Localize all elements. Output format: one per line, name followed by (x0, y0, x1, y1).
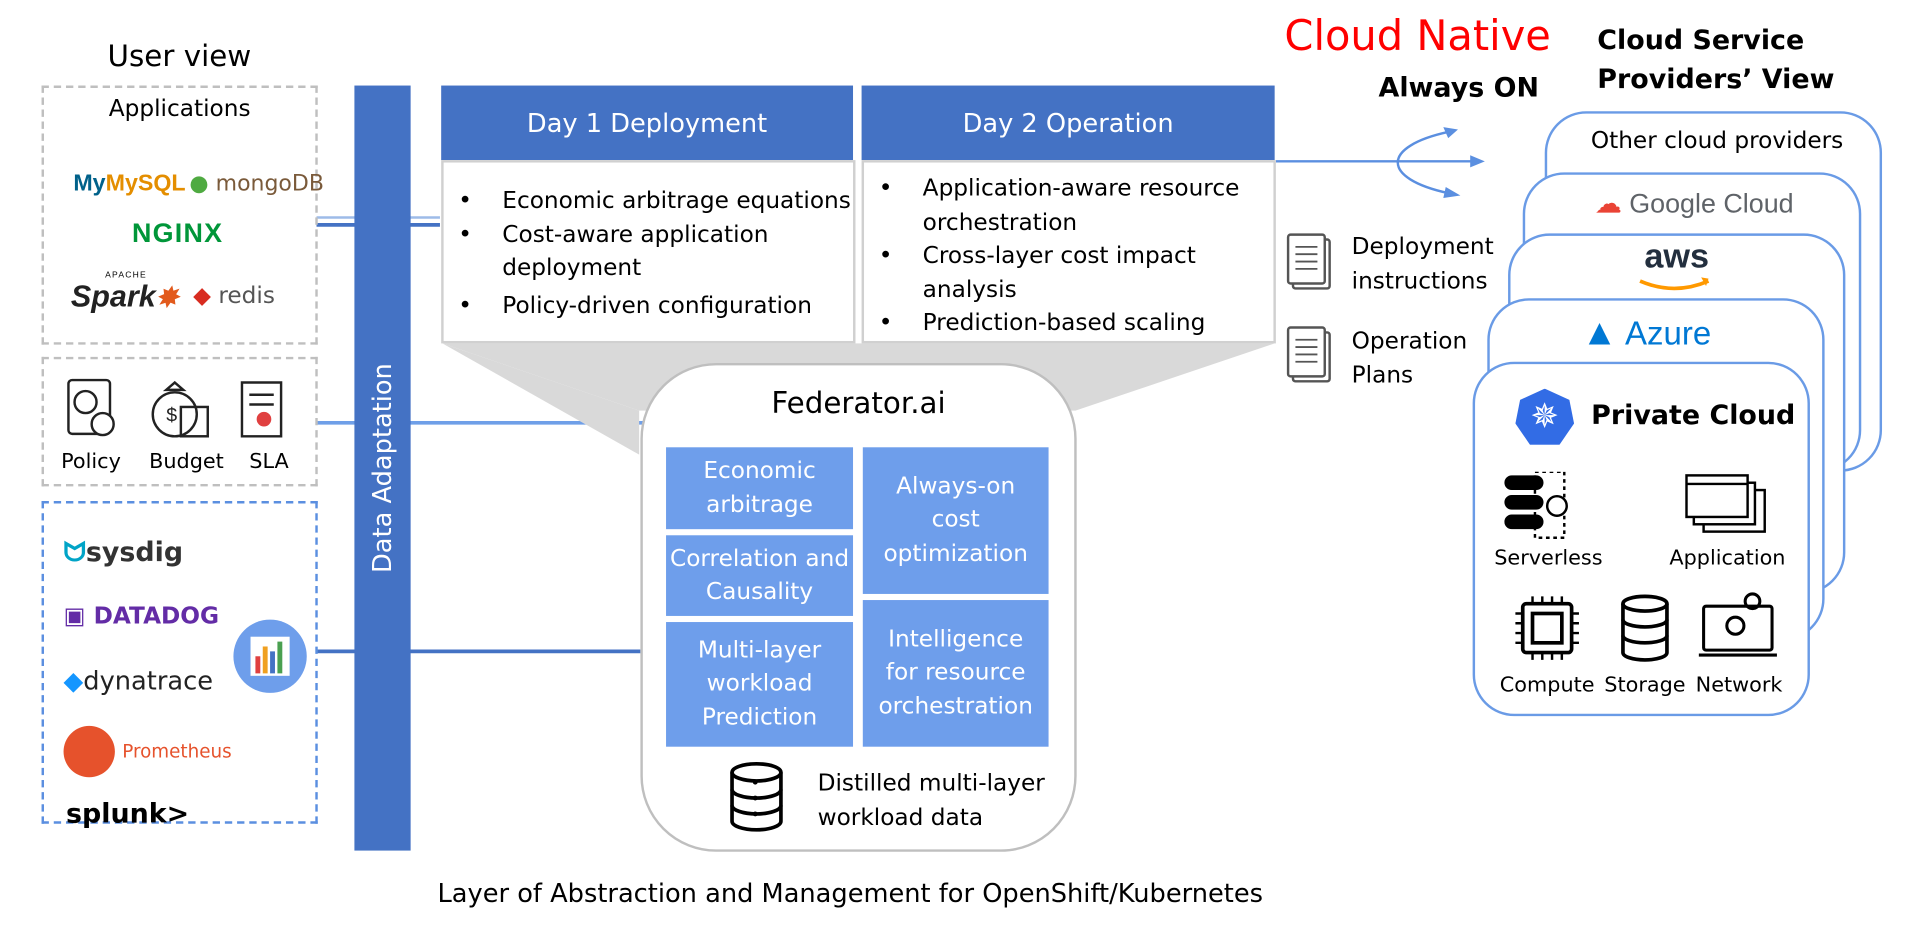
sysdig-logo: ᗢsysdig (63, 537, 184, 569)
deployment-instructions-label: Deployment instructions (1351, 233, 1494, 294)
aws-logo: aws (1644, 237, 1710, 275)
dynatrace-logo: ◆dynatrace (63, 666, 214, 696)
mongodb-logo: ● mongoDB (189, 171, 324, 197)
google-cloud-logo: ☁ Google Cloud (1594, 188, 1794, 219)
controls-icons: $ (67, 378, 283, 438)
applications-box (41, 85, 318, 345)
policy-label: Policy (61, 449, 121, 475)
kubernetes-icon: ✵ (1515, 388, 1575, 445)
aws-smile-icon (1639, 277, 1710, 291)
data-adaptation-label: Data Adaptation (367, 363, 398, 573)
module-resource-orchestration: Intelligence for resource orchestration (862, 600, 1049, 747)
day2-item: Application-aware resource orchestration (864, 172, 1273, 239)
day2-item: Cross-layer cost impact analysis (864, 240, 1273, 307)
sla-label: SLA (249, 449, 289, 475)
splunk-logo: splunk> (65, 799, 190, 830)
storage-label: Storage (1604, 673, 1686, 698)
azure-logo: ▲ Azure (1581, 312, 1712, 354)
operation-plans-label: Operation Plans (1351, 327, 1468, 389)
module-cost-optimization: Always-on cost optimization (862, 447, 1049, 594)
storage-icon (1621, 594, 1669, 662)
compute-icon (1515, 596, 1579, 660)
compute-label: Compute (1499, 673, 1595, 698)
prometheus-logo: Prometheus (122, 740, 232, 763)
nginx-logo: NGINX (131, 217, 224, 249)
other-providers-label: Other cloud providers (1590, 127, 1844, 154)
network-label: Network (1695, 673, 1783, 698)
user-view-title: User view (107, 39, 252, 74)
day2-header: Day 2 Operation (861, 85, 1275, 161)
bar-chart-icon (233, 619, 307, 693)
federator-title: Federator.ai (771, 386, 946, 421)
day1-item: Economic arbitrage equations (444, 185, 853, 219)
cloud-native-title: Cloud Native (1284, 12, 1551, 62)
private-cloud-label: Private Cloud (1591, 400, 1796, 432)
application-icon (1685, 474, 1766, 533)
always-on-label: Always ON (1378, 73, 1539, 104)
module-workload-prediction: Multi-layer workload Prediction (666, 622, 854, 747)
csp-view-title: Cloud Service Providers’ View (1597, 25, 1835, 96)
module-economic-arbitrage: Economic arbitrage (666, 447, 854, 530)
controls-box (41, 356, 318, 487)
serverless-icon (1504, 471, 1568, 539)
document-icons (1286, 233, 1331, 383)
footer-caption: Layer of Abstraction and Management for … (437, 878, 1264, 909)
module-correlation-causality: Correlation and Causality (666, 535, 854, 616)
data-adaptation-bar (354, 85, 411, 851)
redis-logo: ◆ redis (193, 282, 275, 310)
spark-logo: APACHE Spark✸ (70, 271, 179, 315)
svg-text:$: $ (166, 405, 177, 427)
applications-title: Applications (108, 95, 251, 123)
day1-panel: Economic arbitrage equations Cost-aware … (441, 160, 856, 344)
network-icon (1698, 592, 1777, 657)
database-icon (730, 761, 783, 832)
serverless-label: Serverless (1494, 546, 1603, 571)
day2-item: Prediction-based scaling (864, 307, 1273, 341)
day1-header: Day 1 Deployment (441, 85, 854, 161)
day1-item: Cost-aware application deployment (444, 218, 853, 285)
datadog-logo: ▣ DATADOG (63, 602, 220, 630)
prometheus-icon (63, 725, 115, 778)
day1-item: Policy-driven configuration (444, 289, 853, 323)
distilled-data-label: Distilled multi-layer workload data (817, 769, 1045, 831)
mysql-logo: MyMySQL (73, 171, 186, 197)
monitoring-box (41, 501, 318, 824)
application-label: Application (1669, 546, 1786, 571)
day2-panel: Application-aware resource orchestration… (861, 160, 1276, 344)
budget-label: Budget (149, 449, 224, 475)
